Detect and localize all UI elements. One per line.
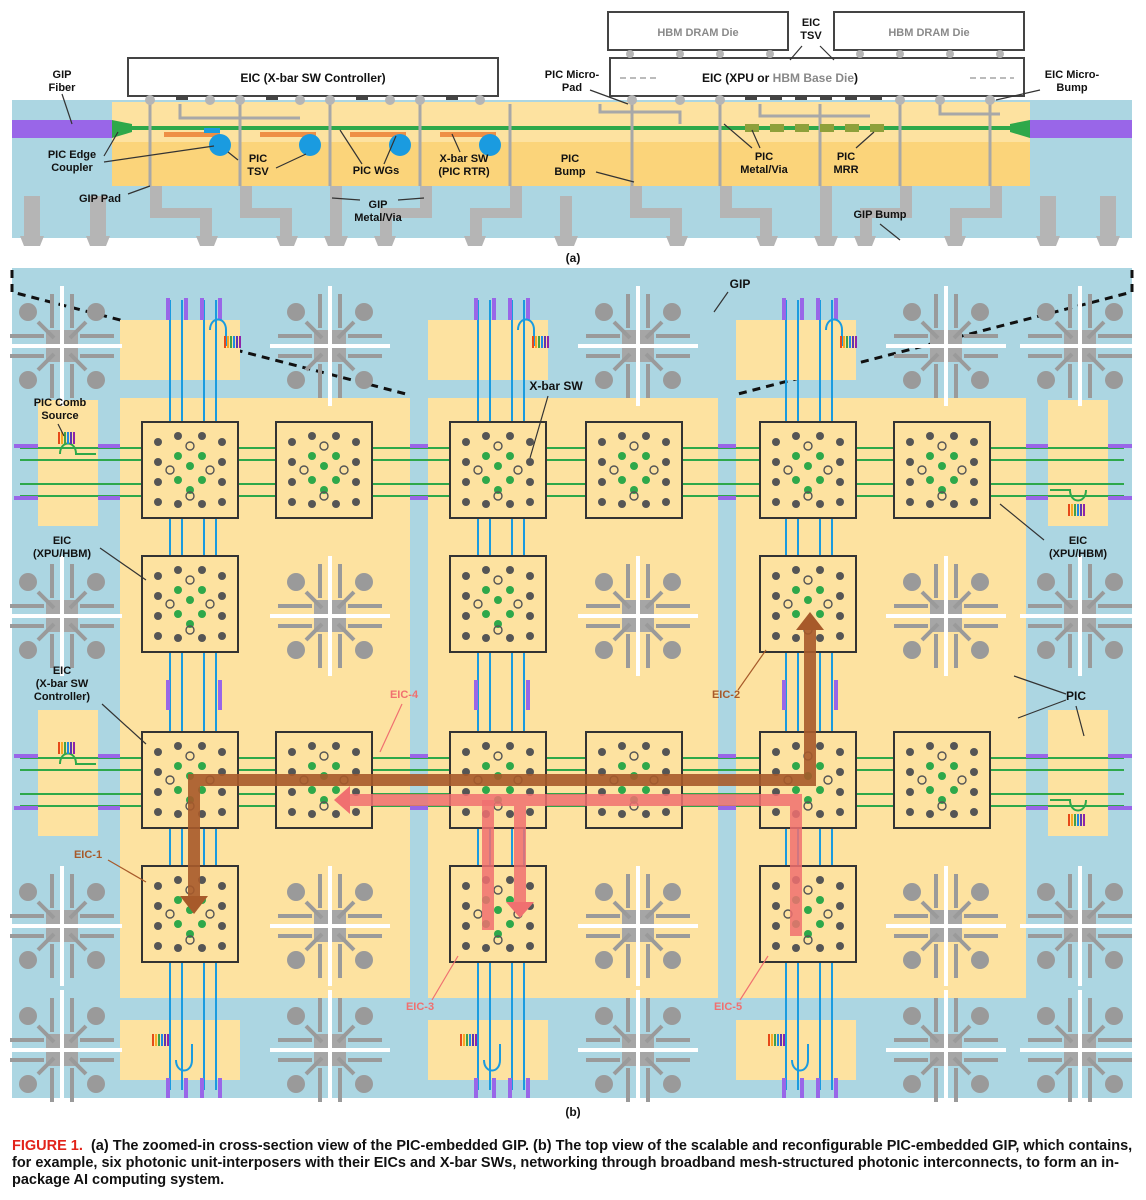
panel-b-label: (b) [565,1105,580,1119]
xbar-sw-a-label: X-bar SW(PIC RTR) [438,153,490,178]
pic-comb-source-label: PIC CombSource [34,397,87,422]
eic-micro-bump-label: EIC Micro-Bump [1045,69,1100,94]
pic-edge-coupler-label: PIC EdgeCoupler [48,149,96,174]
eic-4-label: EIC-4 [390,689,419,701]
eic-tsv-label: EICTSV [800,17,822,42]
gip-bump-label: GIP Bump [854,209,907,221]
gip-fiber-right [1030,120,1132,138]
hbm-die-1-label: HBM DRAM Die [657,27,738,39]
pic-tsv-label: PICTSV [247,153,269,178]
pic-tsv-2 [299,134,321,156]
eic-xpu-label: EIC (XPU or HBM Base Die) [702,71,858,85]
figure-caption: FIGURE 1. (a) The zoomed-in cross-sectio… [12,1138,1134,1189]
eic-2-label: EIC-2 [712,689,740,701]
gip-label: GIP [730,277,751,291]
gip-pad-label: GIP Pad [79,193,121,205]
pic-waveguide-line [118,126,1024,130]
panel-a-label: (a) [566,251,581,265]
pic-tsv-1 [209,134,231,156]
eic-1-label: EIC-1 [74,849,102,861]
eic-5-label: EIC-5 [714,1001,742,1013]
cross-section-view: EIC (X-bar SW Controller) EIC (XPU or HB… [12,12,1132,265]
xbar-sw-label: X-bar SW [529,379,583,393]
hbm-die-2-label: HBM DRAM Die [888,27,969,39]
figure-caption-label: FIGURE 1. [12,1138,83,1154]
pic-mrr-label: PICMRR [833,151,858,176]
eic-3-label: EIC-3 [406,1001,434,1013]
pic-wgs-label: PIC WGs [353,165,399,177]
gip-fiber-left [12,120,112,138]
figure-caption-text: (a) The zoomed-in cross-section view of … [12,1138,1132,1188]
pic-label: PIC [1066,689,1086,703]
eic-controller-label: EIC (X-bar SW Controller) [240,71,385,85]
gip-fiber-label: GIPFiber [49,69,77,94]
top-view: GIP X-bar SW PIC CombSource EIC(XPU/HBM)… [2,268,1140,1119]
hbm-bumps [626,50,1004,58]
